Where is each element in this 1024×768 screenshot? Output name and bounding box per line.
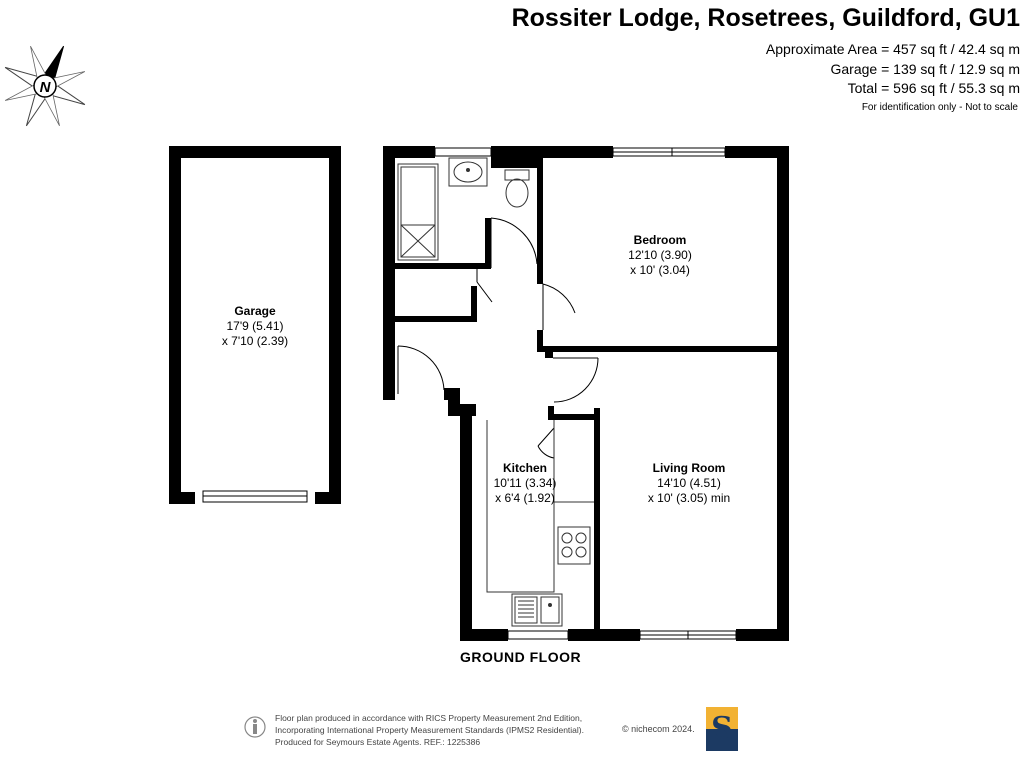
room-dimension: x 6'4 (1.92) bbox=[495, 491, 555, 505]
copyright: © nichecom 2024. bbox=[622, 724, 695, 734]
footer-line: Incorporating International Property Mea… bbox=[275, 725, 584, 735]
footer-line: Produced for Seymours Estate Agents. REF… bbox=[275, 737, 481, 747]
room-dimension: 12'10 (3.90) bbox=[628, 248, 692, 262]
bedroom-label: Bedroom 12'10 (3.90) x 10' (3.04) bbox=[600, 233, 720, 278]
room-dimension: 14'10 (4.51) bbox=[657, 476, 721, 490]
kitchen-fixtures bbox=[486, 420, 594, 627]
compass-letter: N bbox=[40, 79, 52, 96]
door-swings bbox=[397, 217, 599, 459]
bathroom-fixtures bbox=[397, 157, 530, 261]
logo-letter: S bbox=[711, 711, 733, 746]
agent-logo: S bbox=[706, 707, 738, 751]
room-dimension: x 10' (3.04) bbox=[630, 263, 690, 277]
footer-notes: Floor plan produced in accordance with R… bbox=[275, 712, 584, 748]
room-name: Bedroom bbox=[633, 233, 687, 247]
identification-note: For identification only - Not to scale bbox=[861, 102, 1018, 113]
north-compass-icon: N bbox=[4, 45, 86, 127]
total-area: Total = 596 sq ft / 55.3 sq m bbox=[847, 80, 1020, 96]
floor-label: GROUND FLOOR bbox=[460, 649, 582, 665]
room-dimension: x 10' (3.05) min bbox=[647, 491, 731, 505]
garage-walls bbox=[169, 146, 341, 504]
footer-line: Floor plan produced in accordance with R… bbox=[275, 713, 583, 723]
flat-walls bbox=[383, 146, 789, 641]
garage-area: Garage = 139 sq ft / 12.9 sq m bbox=[830, 61, 1021, 77]
room-name: Kitchen bbox=[502, 461, 547, 475]
room-name: Garage bbox=[234, 304, 276, 318]
kitchen-label: Kitchen 10'11 (3.34) x 6'4 (1.92) bbox=[485, 461, 565, 506]
room-name: Living Room bbox=[652, 461, 726, 475]
living-room-label: Living Room 14'10 (4.51) x 10' (3.05) mi… bbox=[628, 461, 750, 506]
room-dimension: x 7'10 (2.39) bbox=[221, 334, 289, 348]
property-title: Rossiter Lodge, Rosetrees, Guildford, GU… bbox=[511, 4, 1020, 32]
garage-label: Garage 17'9 (5.41) x 7'10 (2.39) bbox=[195, 304, 315, 349]
approximate-area: Approximate Area = 457 sq ft / 42.4 sq m bbox=[765, 41, 1020, 57]
measurement-standard-icon bbox=[244, 716, 266, 738]
room-dimension: 17'9 (5.41) bbox=[226, 319, 284, 333]
room-dimension: 10'11 (3.34) bbox=[493, 476, 557, 490]
